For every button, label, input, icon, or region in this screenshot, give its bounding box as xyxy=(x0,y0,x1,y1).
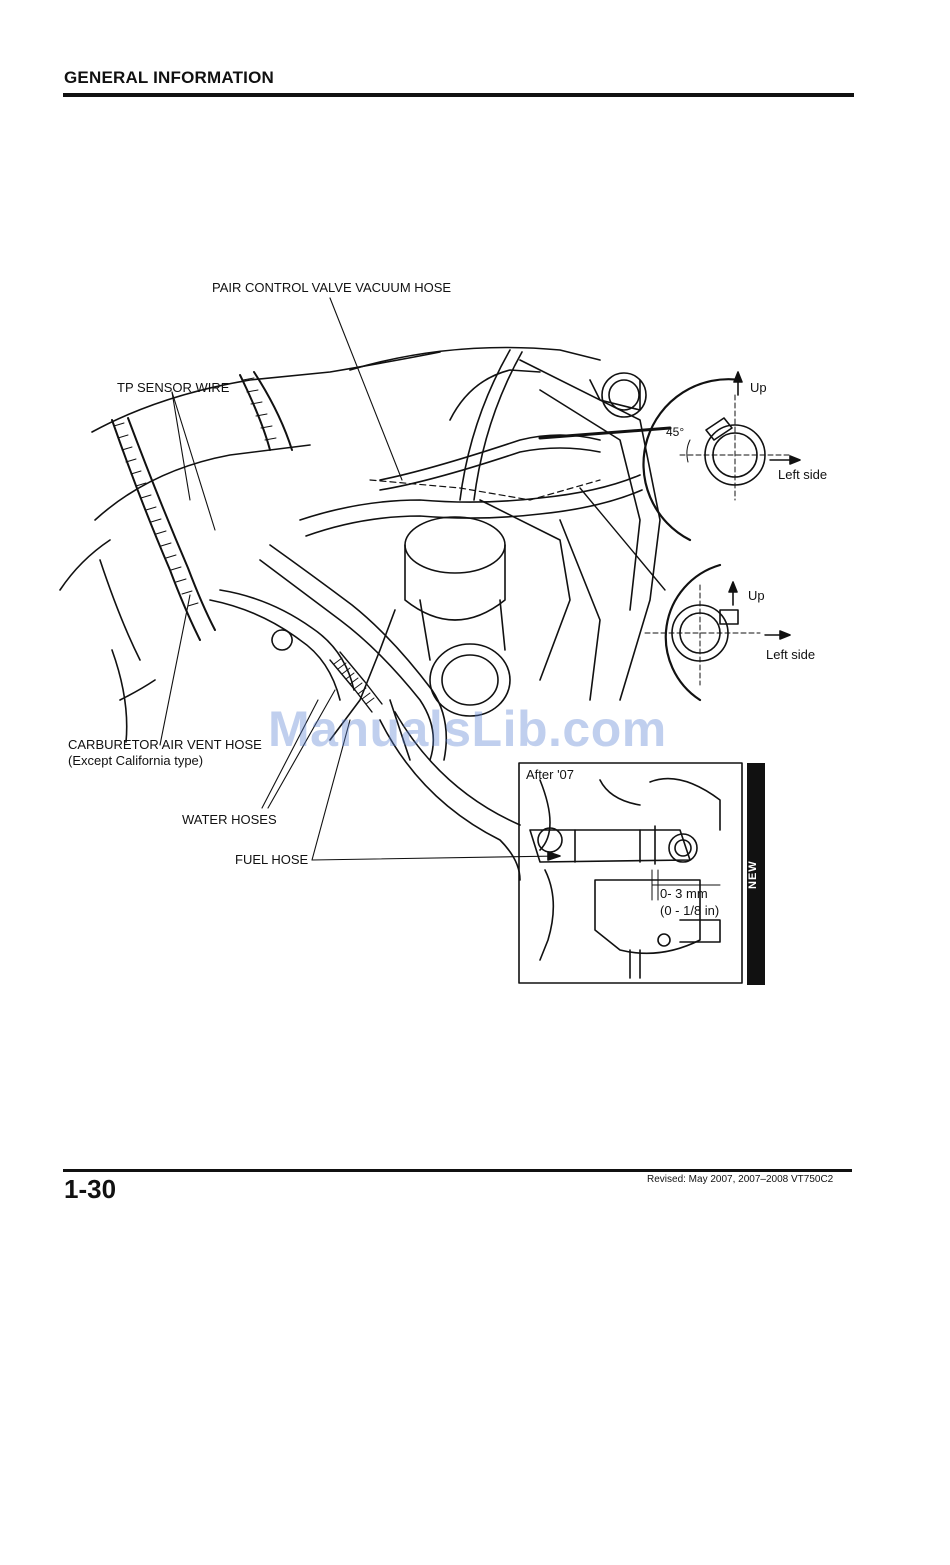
footer-rule xyxy=(63,1169,852,1172)
label-tp-sensor-wire: TP SENSOR WIRE xyxy=(117,380,229,396)
label-carburetor-air-vent-hose: CARBURETOR AIR VENT HOSE xyxy=(68,737,262,753)
page-number: 1-30 xyxy=(64,1174,116,1205)
new-revision-label: NEW xyxy=(747,860,765,890)
label-left-side-1: Left side xyxy=(778,467,827,483)
duct-outline-mid xyxy=(95,445,310,520)
watermark: ManualsLib.com xyxy=(268,700,667,758)
label-gap-mm: 0- 3 mm xyxy=(660,886,708,902)
label-up-2: Up xyxy=(748,588,765,604)
label-pair-control-valve-vacuum-hose: PAIR CONTROL VALVE VACUUM HOSE xyxy=(212,280,451,296)
label-gap-in: (0 - 1/8 in) xyxy=(660,903,719,919)
label-up-1: Up xyxy=(750,380,767,396)
revision-note: Revised: May 2007, 2007–2008 VT750C2 xyxy=(647,1174,833,1185)
label-45-degrees: 45° xyxy=(666,424,684,440)
label-fuel-hose: FUEL HOSE xyxy=(235,852,308,868)
label-water-hoses: WATER HOSES xyxy=(182,812,277,828)
label-left-side-2: Left side xyxy=(766,647,815,663)
inset-title: After '07 xyxy=(526,767,574,783)
label-except-california: (Except California type) xyxy=(68,753,203,769)
